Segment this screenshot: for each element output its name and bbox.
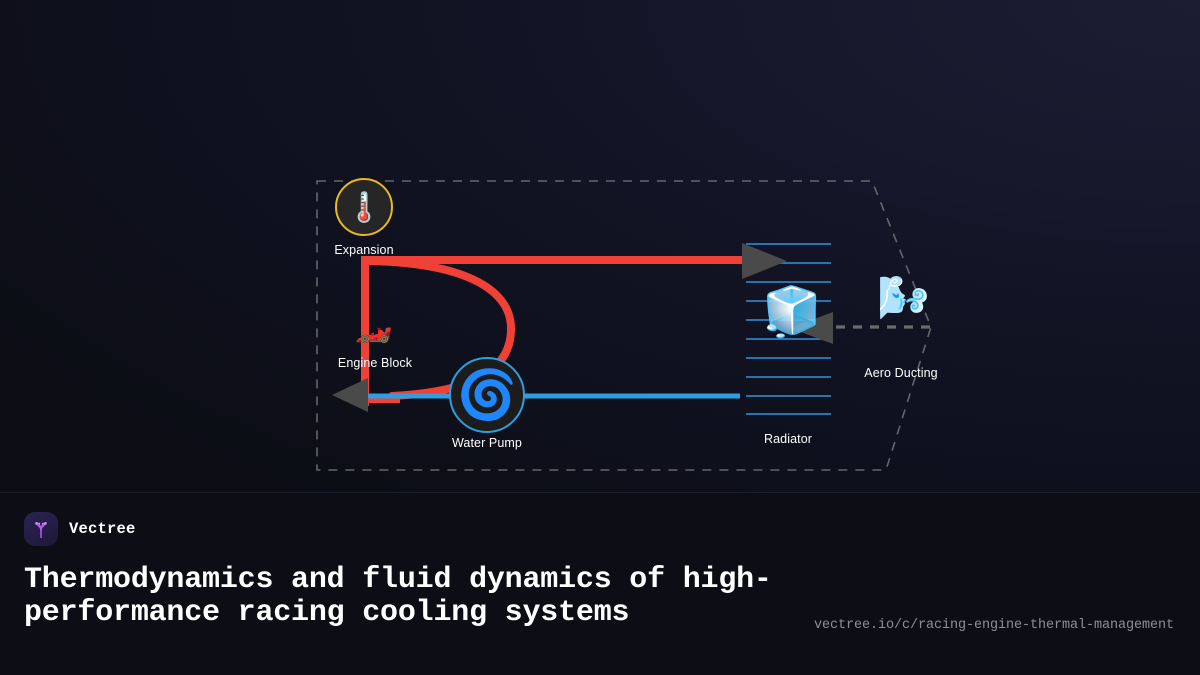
racing-car-icon[interactable]: 🏎️ [355,310,393,345]
thermometer-icon: 🌡️ [345,189,383,224]
node-label-engine-block: Engine Block [337,356,413,370]
node-label-water-pump: Water Pump [451,436,522,450]
node-water-pump[interactable]: 🌀 [449,357,525,433]
brand-name: Vectree [69,520,136,538]
footer: Vectree Thermodynamics and fluid dynamic… [0,493,1200,675]
cyclone-icon: 🌀 [457,367,517,423]
arrowhead-out-of-radiator [790,312,833,344]
arrowhead-into-engine [332,378,368,412]
brand-logo-badge [24,512,58,546]
diagram-canvas: 🌡️ Expansion 🏎️ Engine Block 🌀 Water Pum… [0,0,1200,493]
wind-face-icon[interactable]: 🌬️ [877,273,930,322]
node-label-aero-ducting: Aero Ducting [864,366,938,380]
system-boundary-outline [316,180,932,471]
cooling-loop-diagram [316,180,932,471]
node-label-expansion: Expansion [334,243,394,257]
node-expansion[interactable]: 🌡️ [335,178,393,236]
arrowhead-into-radiator-top [742,243,787,279]
brand-row: Vectree [24,512,136,546]
node-label-radiator: Radiator [763,432,813,446]
vectree-tree-glyph-icon [35,521,47,539]
source-url: vectree.io/c/racing-engine-thermal-manag… [813,618,1174,633]
ice-cube-icon[interactable]: 🧊 [762,284,822,340]
radiator-fins [746,243,831,415]
page-title: Thermodynamics and fluid dynamics of hig… [24,563,772,630]
